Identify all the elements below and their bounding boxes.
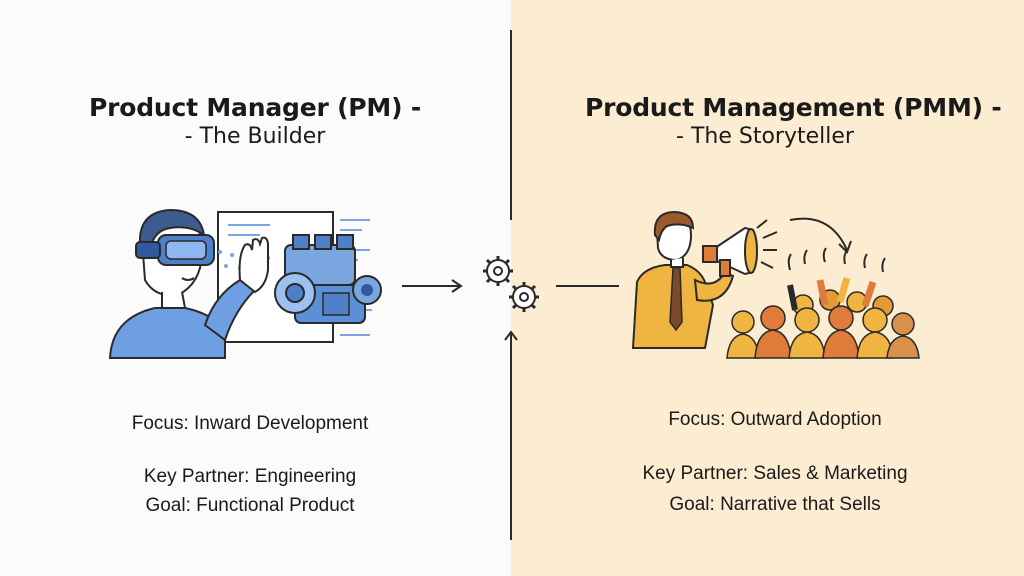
up-arrow-icon bbox=[504, 330, 518, 348]
pmm-partner: Key Partner: Sales & Marketing bbox=[642, 463, 908, 484]
gear-icon bbox=[483, 256, 539, 312]
arrow-icon bbox=[402, 279, 463, 293]
crowd-icon bbox=[726, 247, 920, 359]
pm-partner: Key Partner: Engineering bbox=[143, 466, 357, 487]
connector-line bbox=[556, 285, 619, 287]
pm-goal: Goal: Functional Product bbox=[145, 495, 355, 516]
divider-top bbox=[510, 30, 512, 220]
pm-title: Product Manager (PM) - bbox=[88, 93, 422, 122]
pmm-goal: Goal: Narrative that Sells bbox=[669, 494, 881, 515]
pmm-panel bbox=[511, 0, 1024, 576]
pmm-title: Product Management (PMM) - bbox=[585, 93, 1002, 122]
engine-icon bbox=[274, 234, 382, 324]
divider-bottom bbox=[510, 340, 512, 540]
pmm-subtitle: - The Storyteller bbox=[676, 124, 854, 149]
pm-focus: Focus: Inward Development bbox=[131, 413, 369, 434]
builder-vr-illustration bbox=[108, 208, 382, 359]
storyteller-megaphone-illustration bbox=[631, 210, 920, 359]
pm-subtitle: - The Builder bbox=[184, 124, 326, 149]
pmm-focus: Focus: Outward Adoption bbox=[668, 409, 882, 430]
